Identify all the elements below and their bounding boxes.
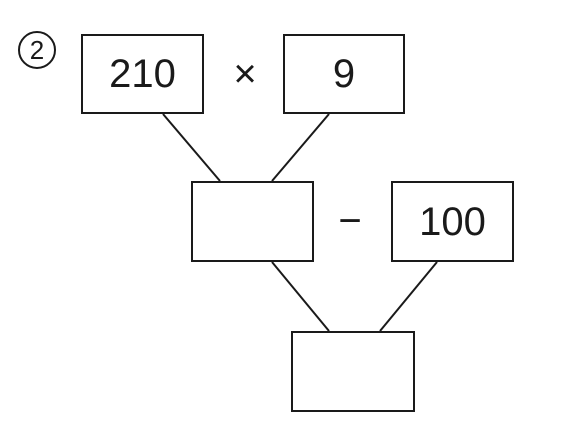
- first-factor-box: 210: [81, 34, 204, 114]
- product-answer-box[interactable]: [191, 181, 314, 262]
- problem-number-marker: 2: [18, 31, 56, 69]
- second-factor-value: 9: [332, 52, 356, 96]
- first-factor-value: 210: [109, 52, 176, 96]
- subtrahend-value: 100: [419, 199, 486, 244]
- connector-product-to-result: [271, 261, 330, 332]
- problem-number-text: 2: [29, 35, 45, 65]
- connector-210-to-product: [162, 113, 221, 182]
- connector-9-to-product: [271, 113, 330, 182]
- subtrahend-box: 100: [391, 181, 514, 262]
- multiply-symbol: ×: [233, 52, 257, 96]
- final-answer-box[interactable]: [291, 331, 415, 412]
- connector-100-to-result: [379, 261, 438, 332]
- multiply-operator: ×: [225, 54, 265, 94]
- subtract-symbol: −: [338, 199, 362, 243]
- subtract-operator: −: [330, 201, 370, 241]
- second-factor-box: 9: [283, 34, 405, 114]
